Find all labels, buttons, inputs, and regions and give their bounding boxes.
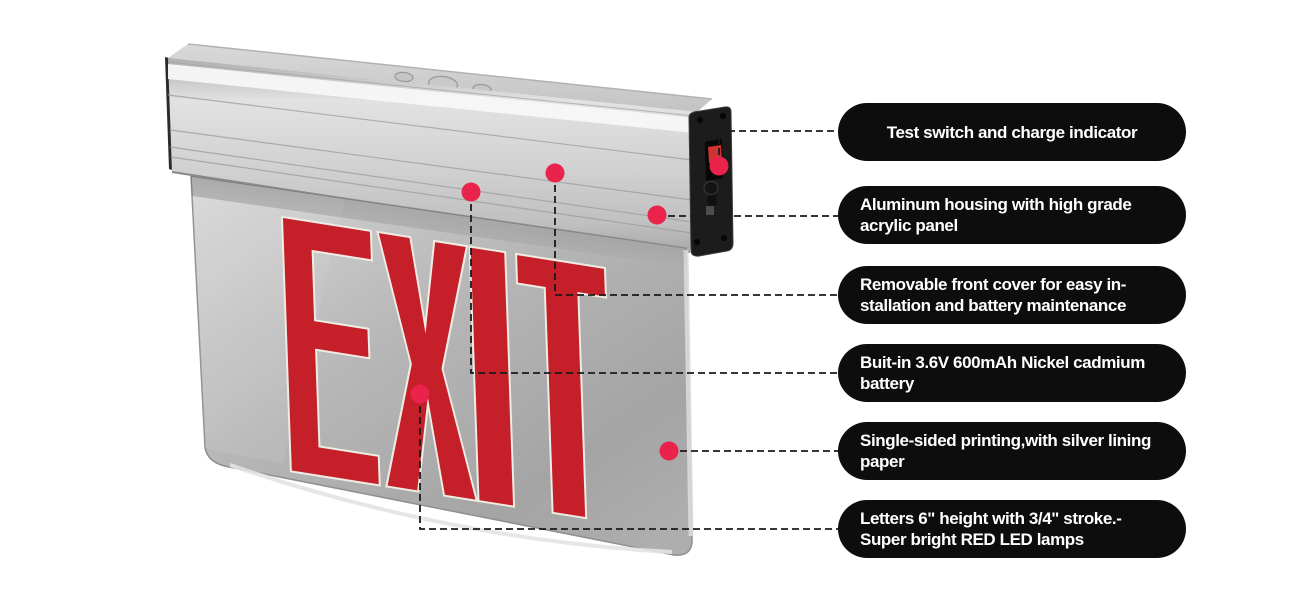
panel-right-edge bbox=[683, 249, 694, 537]
panel-top-shadow bbox=[191, 176, 687, 267]
cap-screw bbox=[696, 116, 704, 124]
callout-dot-printing bbox=[659, 441, 679, 461]
housing-groove-line bbox=[169, 146, 693, 223]
leader-line-removable-cover bbox=[554, 174, 838, 296]
cap-label-smudge bbox=[706, 206, 714, 215]
leader-line-letters bbox=[419, 395, 838, 530]
feature-label-line: Single-sided printing,with silver lining bbox=[860, 431, 1151, 450]
feature-label-line: stallation and battery maintenance bbox=[860, 296, 1127, 315]
callout-leader-lines bbox=[419, 130, 838, 530]
housing-groove-line bbox=[170, 156, 692, 234]
cap-screw bbox=[719, 112, 727, 120]
feature-label-line: Removable front cover for easy in- bbox=[860, 275, 1127, 294]
feature-label-printing: Single-sided printing,with silver lining… bbox=[838, 422, 1186, 480]
letter-X bbox=[376, 230, 479, 503]
cap-screw bbox=[720, 234, 728, 242]
housing-gloss-band bbox=[168, 64, 694, 133]
feature-label-line: paper bbox=[860, 452, 905, 471]
callout-dot-test-switch bbox=[709, 156, 729, 176]
callout-dot-battery bbox=[461, 182, 481, 202]
letter-T bbox=[515, 252, 608, 520]
housing-top-back-edge bbox=[187, 43, 713, 100]
cap-screw bbox=[693, 238, 701, 246]
callout-dot-letters bbox=[410, 384, 430, 404]
feature-label-test-switch: Test switch and charge indicator bbox=[838, 103, 1186, 161]
letter-E bbox=[280, 215, 381, 487]
leader-line-battery bbox=[470, 193, 838, 374]
callout-dot-removable-cover bbox=[545, 163, 565, 183]
right-end-cap bbox=[688, 106, 734, 257]
panel-bottom-edge bbox=[229, 463, 673, 554]
feature-label-line: Aluminum housing with high grade bbox=[860, 195, 1132, 214]
feature-label-line: acrylic panel bbox=[860, 216, 958, 235]
housing-groove-line bbox=[167, 61, 696, 117]
aluminum-housing bbox=[165, 43, 713, 253]
feature-label-line: battery bbox=[860, 374, 914, 393]
feature-label-removable-cover: Removable front cover for easy in- stall… bbox=[838, 266, 1186, 324]
leader-line-test-switch bbox=[718, 130, 838, 166]
exit-sign-letters bbox=[280, 215, 608, 520]
mounting-knockout bbox=[394, 71, 414, 83]
feature-label-line: Buit-in 3.6V 600mAh Nickel cadmium bbox=[860, 353, 1145, 372]
callout-dots bbox=[410, 156, 729, 461]
feature-label-line: Test switch and charge indicator bbox=[886, 122, 1138, 142]
feature-label-aluminum-housing: Aluminum housing with high grade acrylic… bbox=[838, 186, 1186, 244]
housing-groove-line bbox=[167, 94, 693, 161]
feature-label-letters: Letters 6" height with 3/4" stroke.- Sup… bbox=[838, 500, 1186, 558]
callout-dot-aluminum-housing bbox=[647, 205, 667, 225]
adjustment-knob bbox=[703, 181, 719, 195]
letter-I bbox=[468, 245, 516, 508]
feature-label-line: Letters 6" height with 3/4" stroke.- bbox=[860, 509, 1122, 528]
feature-label-line: Super bright RED LED lamps bbox=[860, 530, 1084, 549]
knob-stem bbox=[707, 194, 717, 207]
housing-grooves bbox=[167, 94, 693, 234]
housing-groove-line bbox=[169, 129, 693, 201]
feature-label-battery: Buit-in 3.6V 600mAh Nickel cadmium batte… bbox=[838, 344, 1186, 402]
